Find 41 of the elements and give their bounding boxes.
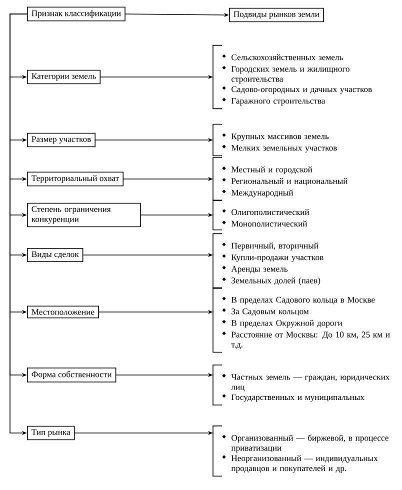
list-item: За Садовым кольцом — [232, 308, 309, 316]
category-box: Признак классификации — [27, 6, 126, 22]
category-box: Виды сделок — [27, 248, 84, 262]
list-item: Частных земель — граждан, юридических лиц — [231, 374, 390, 392]
list-item: В пределах Садового кольца в Москве — [231, 296, 375, 304]
bracketed-list — [212, 44, 372, 110]
list-item: Олигополистический — [232, 209, 310, 216]
category-box: Степень ограничения конкуренции — [27, 202, 141, 228]
category-box: Размер участков — [27, 132, 96, 148]
bracketed-list — [212, 157, 348, 201]
category-box: Форма собственности — [27, 368, 116, 382]
category-box: Категории земель — [27, 70, 101, 84]
list-item: Крупных массивов земель — [231, 133, 329, 141]
list-item: Аренды земель — [231, 266, 288, 274]
list-item: Сельскохозяйственных земель — [232, 54, 343, 60]
bracketed-list — [212, 287, 390, 353]
list-item: Городских земель и жилищного строительства — [231, 66, 350, 84]
list-item: Монополистический — [231, 220, 308, 227]
bracketed-list — [212, 124, 337, 156]
category-box: Местоположение — [27, 306, 99, 318]
list-item: Гаражного строительства — [231, 98, 326, 106]
list-item: Купли-продажи участков — [231, 254, 324, 262]
list-item: Первичный, вторичный — [231, 242, 318, 250]
bracketed-list — [212, 364, 390, 406]
category-box: Территориальный охват — [27, 172, 124, 186]
list-item: Мелких земельных участков — [231, 145, 337, 153]
list-item: Неорганизованный — индивидуальных продавцов и покупателей и др. — [231, 455, 378, 473]
category-box: Подвиды рынков земли — [229, 8, 324, 22]
list-item: Международный — [231, 190, 294, 198]
list-item: Региональный и национальный — [231, 178, 348, 186]
list-item: Расстояние от Москвы: До 10 км, 25 км и т.д. — [231, 332, 390, 350]
category-box: Тип рынка — [27, 426, 75, 440]
bracketed-list — [212, 233, 324, 289]
list-item: Государственных и муниципальных — [231, 394, 364, 402]
list-item: Местный и городской — [231, 166, 312, 174]
bracketed-list — [212, 426, 388, 476]
list-item: В пределах Окружной дороги — [231, 320, 342, 328]
list-item: Садово-огородных и дачных участков — [232, 86, 372, 94]
list-item: Земельных долей (паев) — [232, 277, 320, 286]
bracketed-list — [212, 200, 310, 230]
list-item: Организованный — биржевой, в процессе приватизации — [231, 434, 388, 453]
